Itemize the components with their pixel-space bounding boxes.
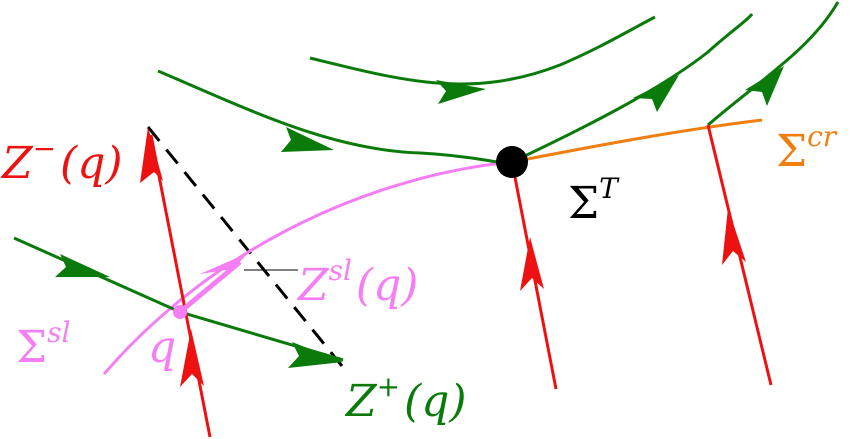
sigma-sl-label-sup: sl [47, 316, 70, 349]
sigma-t-label-prefix: Σ [568, 178, 599, 229]
z-plus-label-arg: (q) [404, 376, 467, 427]
z-plus-label-prefix: Z [344, 376, 378, 427]
trajectory-arrowhead [436, 80, 486, 104]
z-plus-label-sup: + [377, 370, 400, 403]
red-vector-line-left [149, 134, 212, 438]
sigma-sl-label: Σsl [16, 316, 70, 373]
sigma-t-label: ΣT [568, 172, 620, 229]
z-minus-label: Z−(q) [0, 132, 123, 189]
z-minus-label-arg: (q) [60, 138, 123, 189]
sliding-set-curve [102, 160, 513, 375]
z-sliding-label-prefix: Z [296, 260, 330, 311]
vector-arrowhead [520, 237, 544, 291]
z-minus-label-sup: − [33, 132, 56, 165]
sigma-cr-label-sup: cr [807, 120, 838, 153]
trajectory-right [707, 1, 840, 127]
z-sliding-label: Zsl(q) [296, 254, 418, 311]
dashed-connector-line [146, 126, 344, 367]
tangency-point [496, 146, 528, 178]
crossing-set-curve [511, 118, 763, 164]
z-minus-arrowhead [140, 127, 163, 183]
sigma-cr-label-prefix: Σ [776, 126, 807, 177]
z-minus-label-prefix: Z [0, 138, 34, 189]
sigma-t-label-sup: T [599, 172, 620, 205]
trajectory-arrowhead [633, 75, 679, 112]
z-sliding-arrowhead [200, 253, 248, 279]
z-sliding-label-arg: (q) [356, 260, 419, 311]
trajectory-arrowhead [281, 127, 334, 152]
vector-arrowhead [722, 208, 746, 265]
trajectory-arrowhead [288, 342, 343, 368]
trajectory-top [309, 15, 656, 86]
point-q [173, 305, 187, 319]
point-q-label: q [148, 322, 176, 373]
sigma-sl-label-prefix: Σ [16, 322, 47, 373]
z-plus-label: Z+(q) [344, 370, 467, 427]
z-sliding-label-sup: sl [329, 254, 352, 287]
sigma-cr-label: Σcr [776, 120, 838, 177]
trajectory-arrowhead [55, 254, 110, 277]
vector-arrowhead [180, 329, 204, 387]
trajectory-arrowhead [745, 66, 784, 106]
